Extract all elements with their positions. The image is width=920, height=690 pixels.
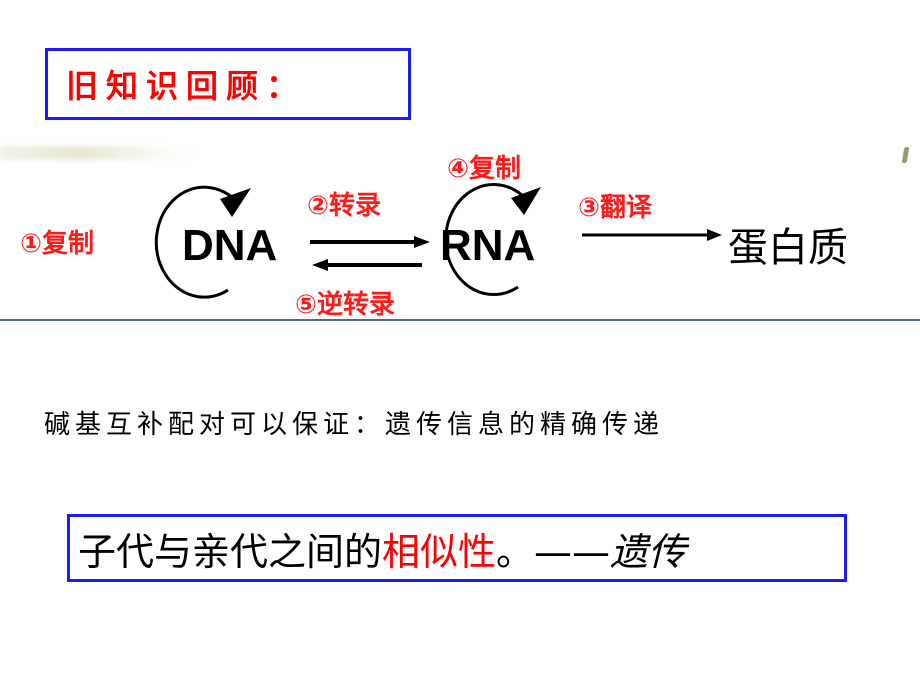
molecule-rna: RNA xyxy=(440,221,536,270)
conclusion-text-2: 。—— xyxy=(496,529,611,574)
central-dogma-diagram: ①复制 ②转录 ④复制 ③翻译 ⑤逆转录 DNA RNA 蛋白质 xyxy=(0,143,920,321)
label-dna-replication: ①复制 xyxy=(20,229,95,259)
label-transcription: ②转录 xyxy=(307,191,382,221)
label-translation: ③翻译 xyxy=(578,193,653,223)
title-text: 旧知识回顾： xyxy=(66,67,307,105)
molecule-dna: DNA xyxy=(182,221,278,270)
conclusion-text-1: 子代与亲代之间的 xyxy=(78,529,383,574)
diagram-arrows xyxy=(154,183,722,299)
dna-replication-cycle-icon xyxy=(154,185,251,299)
title-box: 旧知识回顾： xyxy=(45,48,411,120)
conclusion-box: 子代与亲代之间的相似性。——遗传 xyxy=(67,514,847,582)
conclusion-highlight: 相似性 xyxy=(382,529,497,574)
transcription-arrow-icon xyxy=(310,236,430,248)
molecule-protein: 蛋白质 xyxy=(728,225,848,271)
conclusion-term: 遗传 xyxy=(610,529,687,574)
rna-replication-cycle-icon xyxy=(444,183,541,297)
reverse-transcription-arrow-icon xyxy=(312,259,422,271)
label-reverse-transcription: ⑤逆转录 xyxy=(295,290,396,320)
background-smudge xyxy=(0,146,200,160)
translation-arrow-icon xyxy=(582,229,722,241)
band-divider xyxy=(0,319,920,321)
base-pairing-statement: 碱基互补配对可以保证：遗传信息的精确传递 xyxy=(44,410,665,440)
label-rna-replication: ④复制 xyxy=(447,154,522,184)
